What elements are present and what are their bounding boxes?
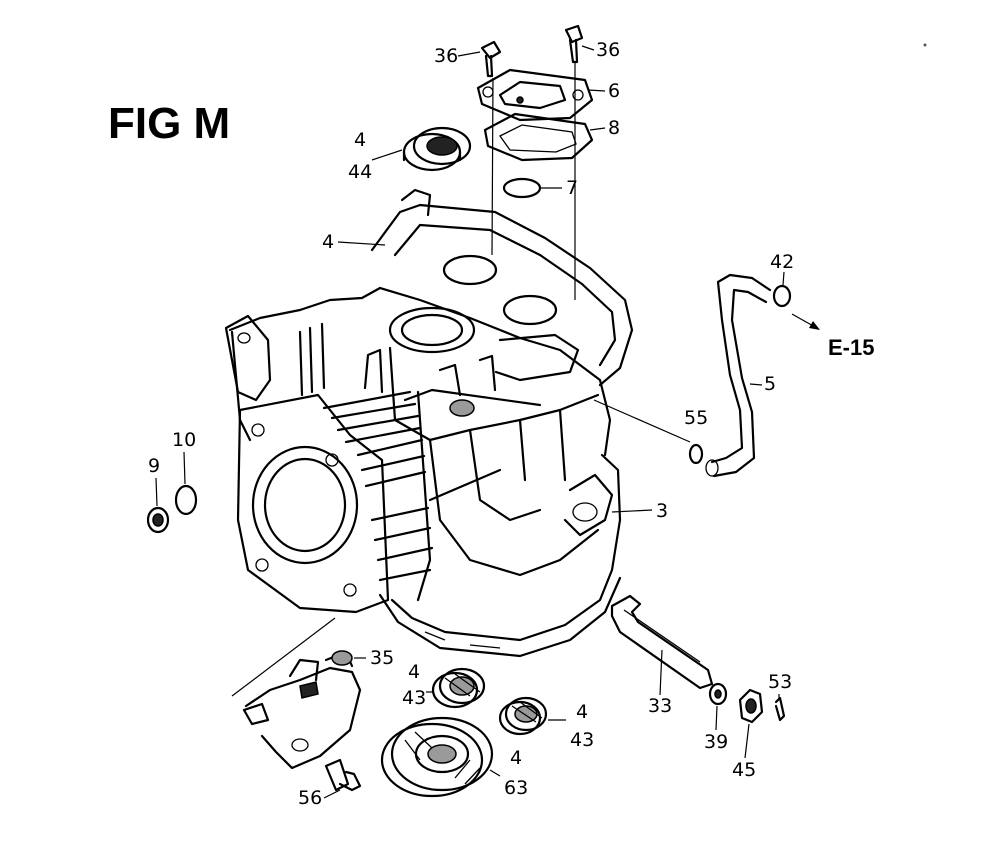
pin-53: [774, 696, 786, 722]
governor-bracket: [242, 650, 362, 770]
bolt-36-right: [564, 24, 584, 64]
callout-55[interactable]: 55: [684, 407, 708, 429]
callout-7[interactable]: 7: [566, 177, 578, 199]
bearing-63: [380, 716, 494, 798]
callout-53[interactable]: 53: [768, 671, 792, 693]
callout-45[interactable]: 45: [732, 759, 756, 781]
callout-9[interactable]: 9: [148, 455, 160, 477]
bolt-56: [324, 758, 362, 792]
callout-43-right[interactable]: 43: [570, 729, 594, 751]
callout-4-bearing-63[interactable]: 4: [510, 747, 522, 769]
breather-gasket: [483, 112, 594, 162]
callout-33[interactable]: 33: [648, 695, 672, 717]
drain-plug-9: [146, 506, 170, 534]
callout-8[interactable]: 8: [608, 117, 620, 139]
callout-39[interactable]: 39: [704, 731, 728, 753]
tube-clip-42: [772, 284, 792, 308]
callout-3[interactable]: 3: [656, 500, 668, 522]
oil-seal-44: [402, 126, 472, 172]
callout-4-bearing-right[interactable]: 4: [576, 701, 588, 723]
callout-63[interactable]: 63: [504, 777, 528, 799]
clip-55: [688, 443, 704, 465]
callout-36-left[interactable]: 36: [434, 45, 458, 67]
breather-cover: [476, 68, 594, 122]
figure-title: FIG M: [108, 99, 230, 148]
cylinder-block: [224, 188, 634, 658]
scan-speck: [923, 43, 927, 47]
bolt-36-left: [480, 40, 502, 78]
nut-45: [738, 688, 764, 724]
callout-4-seal[interactable]: 4: [354, 129, 366, 151]
bearing-43-left: [431, 667, 486, 709]
o-ring-7: [502, 177, 542, 199]
washer-10: [174, 484, 198, 516]
callout-6[interactable]: 6: [608, 80, 620, 102]
callout-10[interactable]: 10: [172, 429, 196, 451]
cross-reference-label[interactable]: E-15: [828, 335, 874, 360]
callout-4-bearing-left[interactable]: 4: [408, 661, 420, 683]
callout-36-right[interactable]: 36: [596, 39, 620, 61]
callout-44[interactable]: 44: [348, 161, 372, 183]
cross-reference-arrow: [791, 313, 820, 330]
washer-39: [708, 682, 728, 706]
breather-tube-5: [705, 273, 772, 478]
callout-56[interactable]: 56: [298, 787, 322, 809]
callout-35[interactable]: 35: [370, 647, 394, 669]
bolt-35: [331, 650, 353, 666]
callout-42[interactable]: 42: [770, 251, 794, 273]
governor-arm-33: [610, 594, 714, 690]
callout-43-left[interactable]: 43: [402, 687, 426, 709]
callout-5[interactable]: 5: [764, 373, 776, 395]
callout-4-block[interactable]: 4: [322, 231, 334, 253]
bearing-43-right: [498, 696, 548, 736]
